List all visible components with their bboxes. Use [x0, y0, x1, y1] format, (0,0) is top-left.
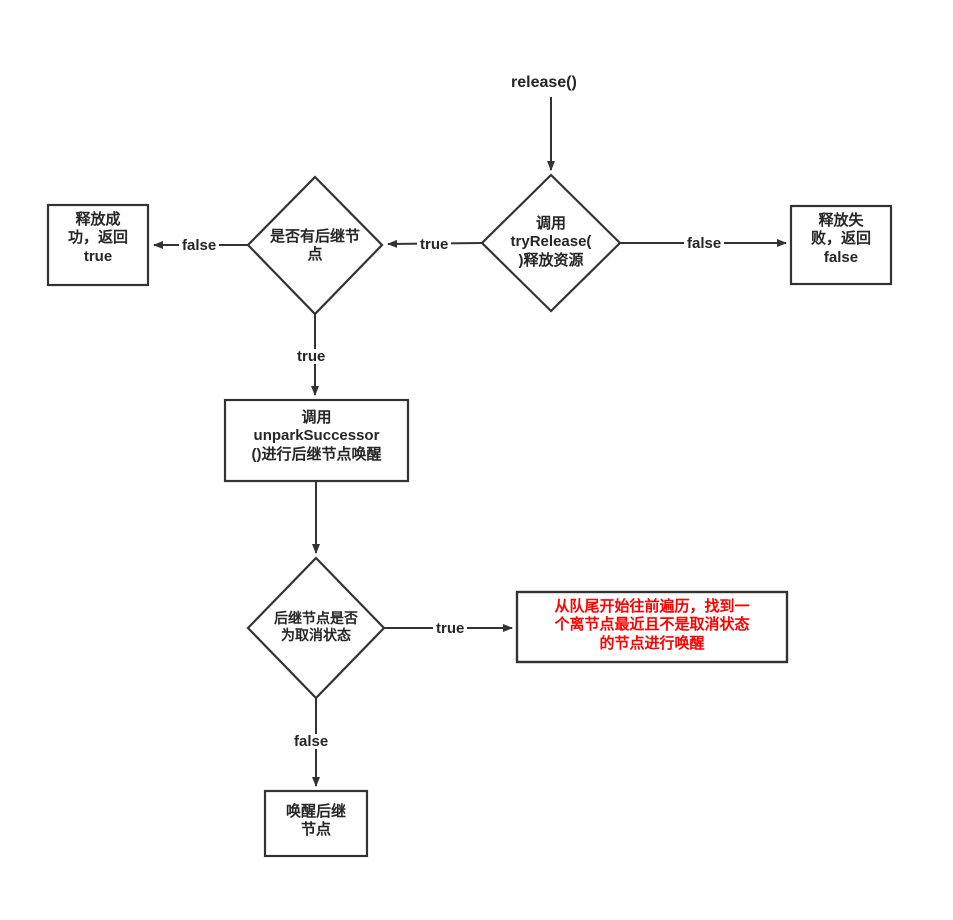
- decision-successor-cancelled[interactable]: [246, 556, 386, 700]
- decision-has-successor[interactable]: [246, 175, 384, 316]
- box-release-fail[interactable]: [789, 204, 893, 286]
- box-traverse-from-tail[interactable]: [515, 590, 789, 664]
- edge-label-tryrelease-true: true: [417, 237, 452, 252]
- label-start-release: release(): [511, 74, 577, 91]
- edge-label-hassuccessor-true: true: [294, 349, 329, 364]
- box-unpark-successor[interactable]: [223, 398, 410, 483]
- box-release-success[interactable]: [46, 203, 150, 287]
- decision-try-release[interactable]: [480, 173, 622, 313]
- edge-label-hassuccessor-false: false: [179, 238, 220, 253]
- edge-label-tryrelease-false: false: [684, 236, 725, 251]
- edge-label-cancelled-false: false: [291, 734, 332, 749]
- box-wake-successor[interactable]: [263, 789, 369, 858]
- edge-label-cancelled-true: true: [433, 621, 468, 636]
